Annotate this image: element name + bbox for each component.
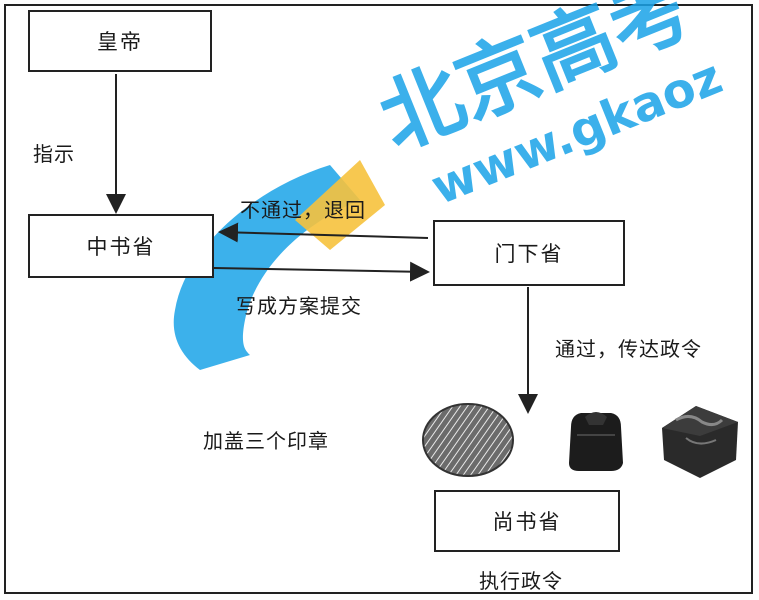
label-stamp: 加盖三个印章 — [203, 429, 329, 453]
round-seal-icon — [422, 403, 514, 477]
label-reject: 不通过，退回 — [240, 198, 366, 222]
label-execute: 执行政令 — [479, 569, 563, 593]
node-emperor-label: 皇帝 — [97, 30, 143, 54]
node-menxia-label: 门下省 — [494, 242, 564, 266]
node-zhongshu: 中书省 — [28, 214, 214, 278]
node-emperor: 皇帝 — [28, 10, 212, 72]
arrow-reject — [218, 222, 429, 243]
diagram-frame — [4, 4, 753, 594]
node-shangshu: 尚书省 — [434, 490, 620, 552]
carved-seal-icon — [662, 406, 738, 478]
node-shangshu-label: 尚书省 — [492, 510, 562, 534]
square-seal-icon — [569, 412, 623, 471]
arrow-submit — [213, 261, 430, 282]
label-pass: 通过，传达政令 — [555, 337, 702, 361]
label-instruct: 指示 — [33, 142, 75, 166]
node-zhongshu-label: 中书省 — [86, 235, 156, 259]
label-submit: 写成方案提交 — [236, 294, 362, 318]
node-menxia: 门下省 — [433, 220, 625, 286]
